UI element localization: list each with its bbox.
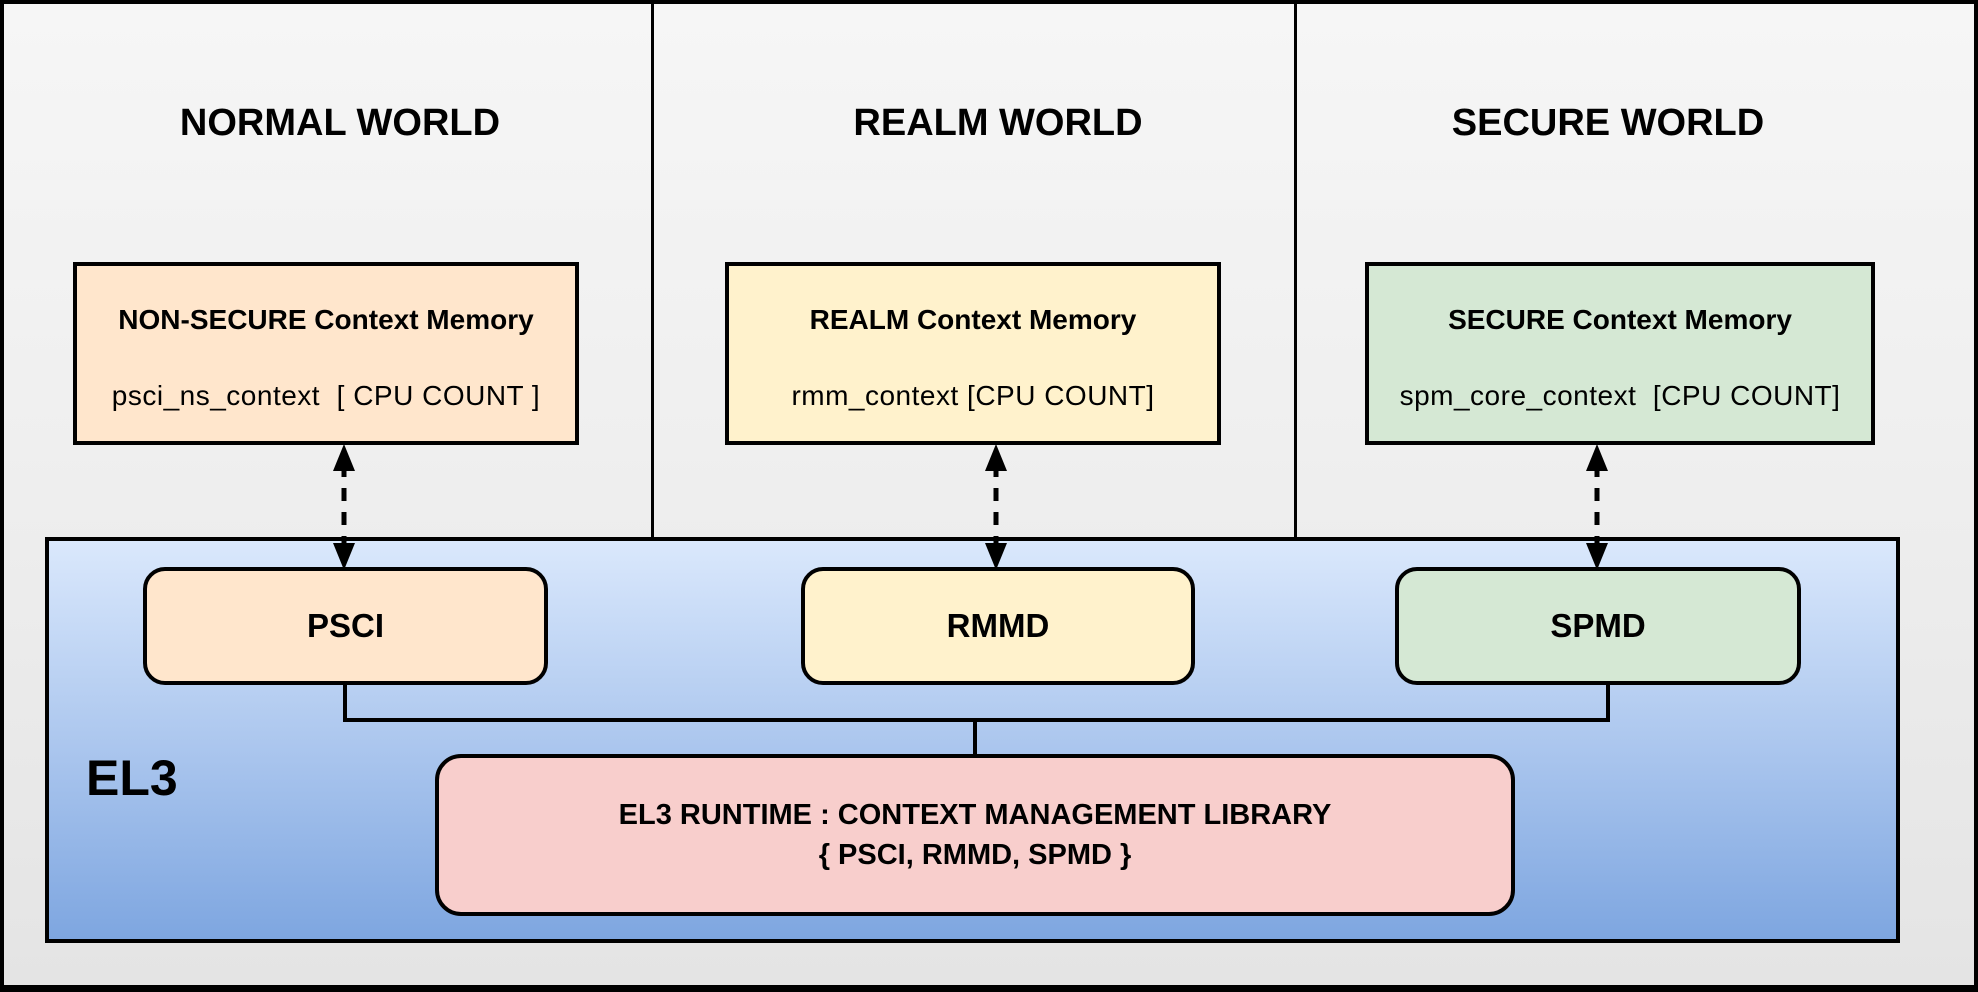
realm-world-title: REALM WORLD bbox=[853, 102, 1143, 144]
spmd-context-sync-double-arrow-icon bbox=[1586, 444, 1608, 570]
non-secure-context-memory-detail: psci_ns_context [ CPU COUNT ] bbox=[111, 380, 541, 411]
rmmd-context-sync-double-arrow-icon bbox=[985, 444, 1007, 570]
realm-context-memory-box: REALM Context Memory rmm_context [CPU CO… bbox=[725, 262, 1221, 445]
secure-world-title: SECURE WORLD bbox=[1451, 102, 1765, 144]
psci-dispatcher-box: PSCI bbox=[143, 567, 548, 685]
psci-context-sync-double-arrow-icon bbox=[333, 444, 355, 570]
spmd-dispatcher-box: SPMD bbox=[1395, 567, 1801, 685]
psci-bus-connector-line bbox=[343, 685, 347, 722]
non-secure-context-memory-title: NON-SECURE Context Memory bbox=[118, 304, 534, 335]
rmmd-dispatcher-box: RMMD bbox=[801, 567, 1195, 685]
secure-context-memory-detail: spm_core_context [CPU COUNT] bbox=[1399, 380, 1841, 411]
el3-runtime-library-box: EL3 RUNTIME : CONTEXT MANAGEMENT LIBRARY… bbox=[435, 754, 1515, 916]
realm-context-memory-title: REALM Context Memory bbox=[809, 304, 1137, 335]
el3-region-label: EL3 bbox=[86, 750, 178, 806]
el3-runtime-library-title: EL3 RUNTIME : CONTEXT MANAGEMENT LIBRARY bbox=[618, 799, 1332, 831]
secure-context-memory-title: SECURE Context Memory bbox=[1448, 304, 1792, 335]
non-secure-context-memory-box: NON-SECURE Context Memory psci_ns_contex… bbox=[73, 262, 579, 445]
spmd-bus-connector-line bbox=[1606, 685, 1610, 722]
secure-context-memory-box: SECURE Context Memory spm_core_context [… bbox=[1365, 262, 1875, 445]
bus-runtime-connector-line bbox=[973, 718, 977, 758]
psci-dispatcher-label: PSCI bbox=[306, 607, 385, 644]
realm-context-memory-detail: rmm_context [CPU COUNT] bbox=[791, 380, 1155, 411]
el3-runtime-library-members: { PSCI, RMMD, SPMD } bbox=[818, 839, 1132, 871]
rmmd-dispatcher-label: RMMD bbox=[946, 607, 1050, 644]
normal-world-title: NORMAL WORLD bbox=[179, 102, 501, 144]
spmd-dispatcher-label: SPMD bbox=[1550, 607, 1646, 644]
panel-divider-normal-realm bbox=[651, 4, 654, 537]
panel-divider-realm-secure bbox=[1294, 4, 1297, 537]
